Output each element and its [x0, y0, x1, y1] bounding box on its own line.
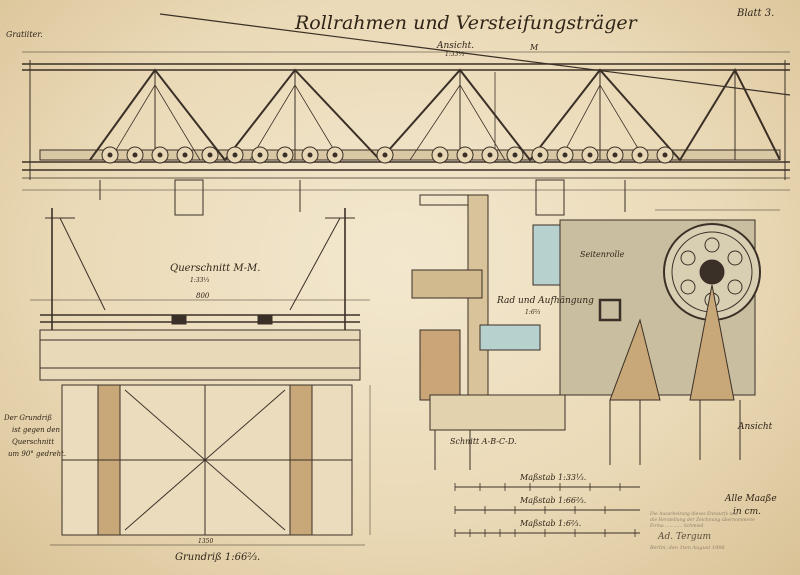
- cross-width-dimension: 800: [196, 292, 210, 300]
- sheet-title: Rollrahmen und Versteifungsträger: [295, 12, 637, 34]
- plan-note-line: um 90° gedreht.: [8, 450, 67, 458]
- margin-note: Gratiiter.: [6, 30, 43, 39]
- scale-label-66: Maßstab 1:66⅔.: [520, 496, 587, 505]
- scale-label-33: Maßstab 1:33⅓.: [520, 473, 587, 482]
- stamp-line: die Herstellung der Zeichnung übernommen…: [650, 518, 755, 523]
- wheel-detail: [559, 209, 780, 465]
- plan-note: Der Grundriß ist gegen den Querschnitt u…: [4, 412, 66, 460]
- elevation-scale: 1:33⅓: [445, 51, 465, 58]
- sheet-number: Blatt 3.: [737, 8, 775, 19]
- section-abcd: [411, 194, 586, 470]
- elevation-label: Ansicht.: [437, 41, 475, 51]
- section-abcd-label: Schnitt A-B-C-D.: [450, 437, 517, 446]
- wheel-label: Rad und Aufhängung: [497, 296, 594, 306]
- roller-wheels: [101, 146, 674, 164]
- truss-elevation: [22, 13, 791, 216]
- plan-width-dimension: 1350: [198, 538, 214, 545]
- plan-note-line: ist gegen den: [12, 426, 60, 434]
- detail-view-label: Ansicht: [738, 422, 773, 432]
- cross-section: [30, 208, 370, 381]
- stamp-place-date: Berlin, den 1ten August 1906: [650, 545, 725, 551]
- dimensions-note: Alle Maaße in cm.: [725, 493, 777, 519]
- stamp-signature: Ad. Tergum: [658, 532, 712, 542]
- scale-label-6: Maßstab 1:6⅔.: [520, 519, 582, 528]
- stamp-line: Die Ausarbeitung dieses Entwurfs und: [650, 512, 739, 517]
- plan-note-line: Querschnitt: [12, 438, 55, 446]
- side-roller-label: Seitenrolle: [580, 250, 625, 259]
- cross-section-label: Querschnitt M-M.: [170, 263, 261, 274]
- plan-label: Grundriß 1:66⅔.: [175, 552, 261, 563]
- approval-stamp: Die Ausarbeitung dieses Entwurfs und die…: [650, 512, 795, 552]
- dimensions-note-line: in cm.: [733, 507, 761, 517]
- wheel-scale: 1:6⅔: [525, 309, 541, 316]
- plan-view: [50, 384, 371, 546]
- stamp-line: Firma ............ Schmied: [650, 524, 704, 529]
- top-center-dimension: M: [530, 43, 539, 52]
- plan-note-line: Der Grundriß: [4, 414, 53, 422]
- cross-section-scale: 1:33⅓: [190, 277, 210, 284]
- scale-bars: [454, 483, 640, 537]
- dimensions-note-line: Alle Maaße: [725, 494, 777, 504]
